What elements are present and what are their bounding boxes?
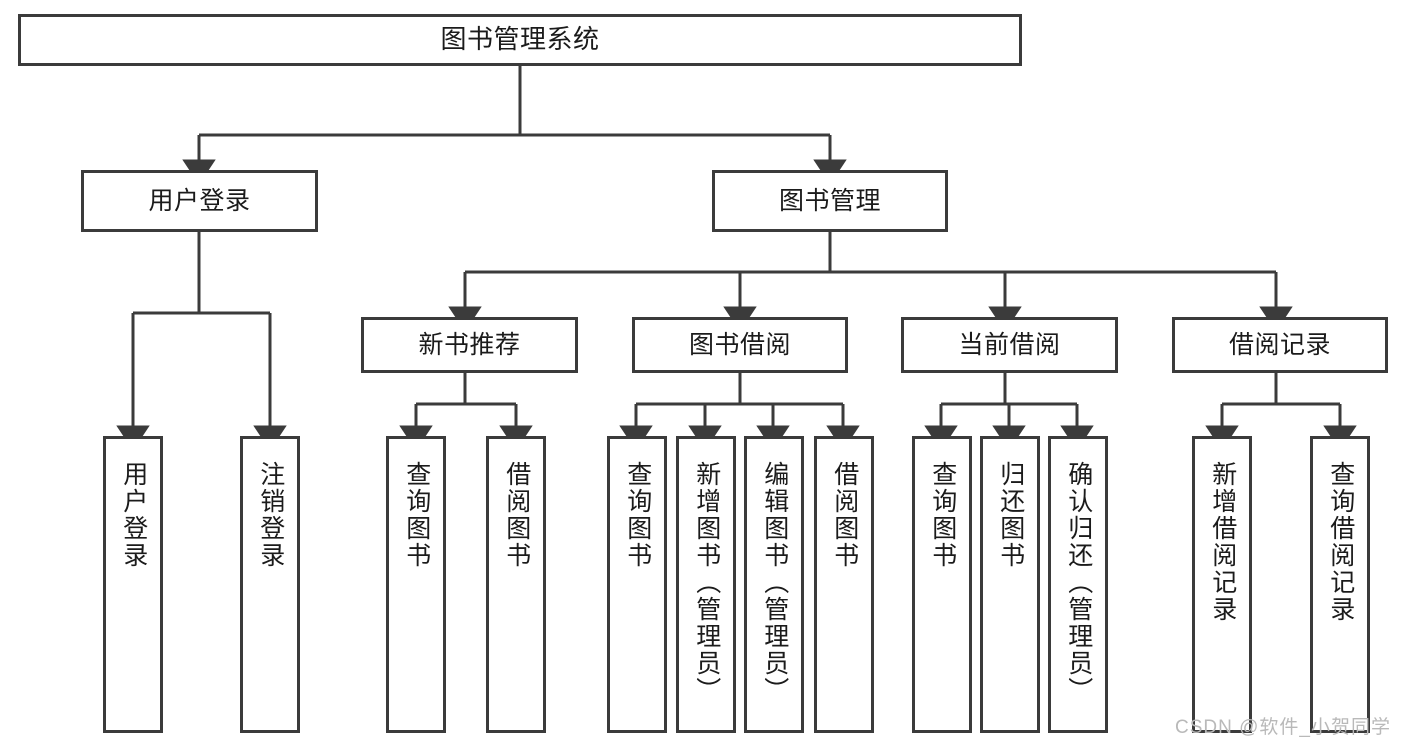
node-leaf-query-record-label: 查询借阅记录 <box>1326 461 1355 623</box>
node-leaf-query-book-3-label: 查询图书 <box>928 461 957 569</box>
node-leaf-edit-book[interactable]: 编辑图书（管理员） <box>744 436 804 733</box>
node-borrow-record[interactable]: 借阅记录 <box>1172 317 1388 373</box>
node-leaf-logout-label: 注销登录 <box>256 461 285 569</box>
node-leaf-user-login-label: 用户登录 <box>119 461 148 569</box>
node-root[interactable]: 图书管理系统 <box>18 14 1022 66</box>
node-leaf-confirm-return-label: 确认归还（管理员） <box>1064 461 1093 704</box>
node-leaf-query-record[interactable]: 查询借阅记录 <box>1310 436 1370 733</box>
node-book-borrow-label: 图书借阅 <box>688 330 791 359</box>
node-leaf-logout[interactable]: 注销登录 <box>240 436 300 733</box>
node-leaf-edit-book-label: 编辑图书（管理员） <box>760 461 789 704</box>
node-root-label: 图书管理系统 <box>440 24 600 55</box>
node-leaf-query-book-2[interactable]: 查询图书 <box>607 436 667 733</box>
node-leaf-borrow-book-1-label: 借阅图书 <box>502 461 531 569</box>
node-leaf-confirm-return[interactable]: 确认归还（管理员） <box>1048 436 1108 733</box>
node-leaf-borrow-book-2[interactable]: 借阅图书 <box>814 436 874 733</box>
node-new-book-recommend[interactable]: 新书推荐 <box>361 317 578 373</box>
node-leaf-add-record-label: 新增借阅记录 <box>1208 461 1237 623</box>
node-book-management[interactable]: 图书管理 <box>712 170 948 232</box>
node-book-borrow[interactable]: 图书借阅 <box>632 317 848 373</box>
node-leaf-add-book-label: 新增图书（管理员） <box>692 461 721 704</box>
node-leaf-query-book-1-label: 查询图书 <box>402 461 431 569</box>
node-leaf-user-login[interactable]: 用户登录 <box>103 436 163 733</box>
node-leaf-add-record[interactable]: 新增借阅记录 <box>1192 436 1252 733</box>
node-leaf-query-book-1[interactable]: 查询图书 <box>386 436 446 733</box>
node-new-book-recommend-label: 新书推荐 <box>418 330 521 359</box>
watermark-text: CSDN @软件_小贺同学 <box>1175 717 1391 738</box>
node-leaf-query-book-3[interactable]: 查询图书 <box>912 436 972 733</box>
node-current-borrow-label: 当前借阅 <box>958 330 1061 359</box>
node-leaf-return-book[interactable]: 归还图书 <box>980 436 1040 733</box>
node-current-borrow[interactable]: 当前借阅 <box>901 317 1118 373</box>
node-user-login[interactable]: 用户登录 <box>81 170 318 232</box>
node-user-login-label: 用户登录 <box>148 186 251 215</box>
node-leaf-query-book-2-label: 查询图书 <box>623 461 652 569</box>
node-leaf-borrow-book-1[interactable]: 借阅图书 <box>486 436 546 733</box>
node-borrow-record-label: 借阅记录 <box>1228 330 1331 359</box>
node-leaf-return-book-label: 归还图书 <box>996 461 1025 569</box>
node-leaf-borrow-book-2-label: 借阅图书 <box>830 461 859 569</box>
node-book-management-label: 图书管理 <box>778 186 881 215</box>
node-leaf-add-book[interactable]: 新增图书（管理员） <box>676 436 736 733</box>
